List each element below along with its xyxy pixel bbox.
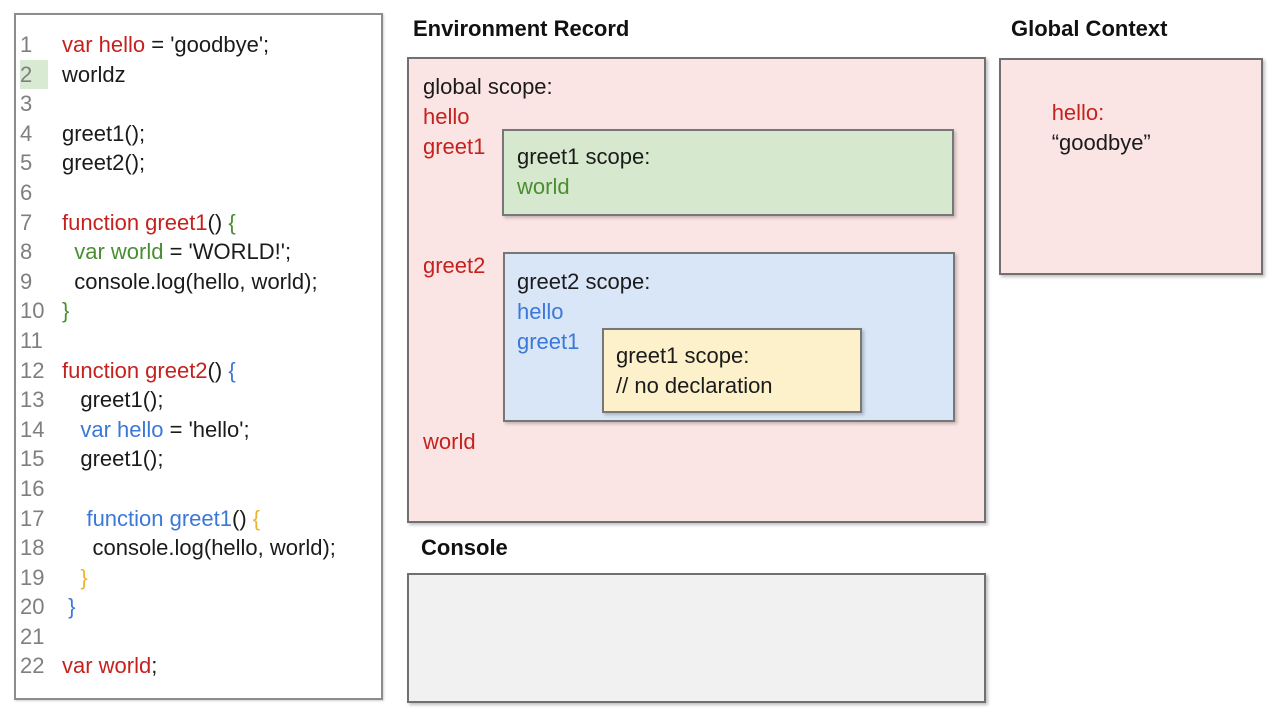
- code-lines: 1 var hello = 'goodbye'; 2 worldz 3 4 greet1()…: [16, 15, 381, 681]
- line-number: 17: [20, 505, 45, 531]
- line-number: 4: [20, 120, 33, 146]
- line-number: 1: [20, 32, 33, 57]
- inner-greet1-scope-comment: // no declaration: [616, 373, 773, 398]
- code-text: }: [80, 564, 88, 590]
- global-var-greet1: greet1: [423, 134, 486, 159]
- code-text: var hello = 'hello';: [80, 416, 250, 442]
- code-text: console.log(hello, world);: [62, 268, 318, 294]
- global-context-entry-value: “goodbye”: [1051, 130, 1151, 155]
- code-line-6: 6: [16, 178, 381, 208]
- line-number: 16: [20, 475, 45, 501]
- global-context-entry-key: hello:: [1051, 100, 1105, 125]
- code-text: greet1();: [62, 120, 146, 146]
- global-context-entry: hello: “goodbye”: [1015, 68, 1151, 188]
- code-line-16: 16: [16, 474, 381, 504]
- code-text: var world = 'WORLD!';: [74, 239, 292, 265]
- global-var-greet2: greet2: [423, 253, 486, 278]
- code-line-11: 11: [16, 326, 381, 356]
- line-number: 11: [20, 327, 43, 353]
- code-line-12: 12 function greet2() {: [16, 356, 381, 386]
- code-text: function greet2() {: [62, 357, 236, 383]
- line-number-highlighted: 2: [20, 59, 48, 90]
- code-line-1: 1 var hello = 'goodbye';: [16, 30, 381, 60]
- code-line-3: 3: [16, 89, 381, 119]
- line-number: 18: [20, 535, 45, 561]
- code-line-19: 19 }: [16, 563, 381, 593]
- line-number: 21: [20, 623, 45, 649]
- greet1-scope-label: greet1 scope:: [517, 144, 651, 169]
- code-text: }: [62, 298, 70, 324]
- environment-record-title: Environment Record: [413, 16, 630, 41]
- line-number: 8: [20, 239, 33, 265]
- line-number: 6: [20, 179, 33, 205]
- console-output-box: [407, 573, 986, 703]
- code-line-8: 8 var world = 'WORLD!';: [16, 237, 381, 267]
- code-text: }: [68, 594, 76, 620]
- console-title: Console: [421, 535, 508, 560]
- line-number: 7: [20, 209, 33, 235]
- greet2-scope-label: greet2 scope:: [517, 269, 651, 294]
- global-var-world: world: [423, 429, 476, 454]
- code-text: worldz: [62, 61, 126, 87]
- line-number: 13: [20, 387, 45, 413]
- code-line-14: 14 var hello = 'hello';: [16, 415, 381, 445]
- inner-greet1-scope-box: greet1 scope: // no declaration: [602, 328, 862, 413]
- line-number: 15: [20, 446, 45, 472]
- code-line-5: 5 greet2();: [16, 148, 381, 178]
- global-scope-label: global scope:: [423, 74, 553, 99]
- code-line-13: 13 greet1();: [16, 385, 381, 415]
- code-text: function greet1() {: [62, 209, 236, 235]
- global-var-hello: hello: [423, 104, 470, 129]
- code-line-10: 10}: [16, 296, 381, 326]
- code-line-21: 21: [16, 622, 381, 652]
- inner-greet1-scope-label: greet1 scope:: [616, 343, 750, 368]
- line-number: 14: [20, 416, 45, 442]
- global-context-title: Global Context: [1011, 16, 1168, 41]
- line-number: 19: [20, 564, 45, 590]
- environment-record-box: global scope: hello greet1 greet2 world …: [407, 57, 986, 523]
- line-number: 3: [20, 91, 33, 117]
- code-text: function greet1() {: [86, 505, 261, 531]
- code-text: console.log(hello, world);: [62, 535, 336, 561]
- greet1-scope-box: greet1 scope: world: [502, 129, 954, 216]
- code-line-15: 15 greet1();: [16, 444, 381, 474]
- code-text: greet1();: [62, 387, 164, 413]
- code-text: var world;: [62, 653, 158, 679]
- line-number: 12: [20, 357, 45, 383]
- code-line-17: 17 function greet1() {: [16, 504, 381, 534]
- code-line-9: 9 console.log(hello, world);: [16, 267, 381, 297]
- code-line-2: 2 worldz: [16, 59, 381, 90]
- greet2-scope-var-greet1: greet1: [517, 329, 580, 354]
- global-context-box: hello: “goodbye”: [999, 58, 1263, 275]
- code-panel: 1 var hello = 'goodbye'; 2 worldz 3 4 greet1()…: [14, 13, 383, 700]
- line-number: 22: [20, 653, 45, 679]
- line-number: 20: [20, 594, 45, 620]
- line-number: 10: [20, 298, 45, 324]
- code-line-7: 7 function greet1() {: [16, 208, 381, 238]
- line-number: 9: [20, 268, 33, 294]
- line-number: 5: [20, 150, 33, 176]
- code-text: greet1();: [62, 446, 164, 472]
- greet2-scope-box: greet2 scope: hello greet1 greet1 scope:…: [503, 252, 955, 422]
- greet1-scope-var-world: world: [517, 174, 570, 199]
- code-line-18: 18 console.log(hello, world);: [16, 533, 381, 563]
- code-text: var hello = 'goodbye';: [62, 32, 270, 57]
- code-line-4: 4 greet1();: [16, 119, 381, 149]
- code-line-20: 20 }: [16, 592, 381, 622]
- greet2-scope-var-hello: hello: [517, 299, 564, 324]
- code-line-22: 22 var world;: [16, 651, 381, 681]
- code-text: greet2();: [62, 150, 146, 176]
